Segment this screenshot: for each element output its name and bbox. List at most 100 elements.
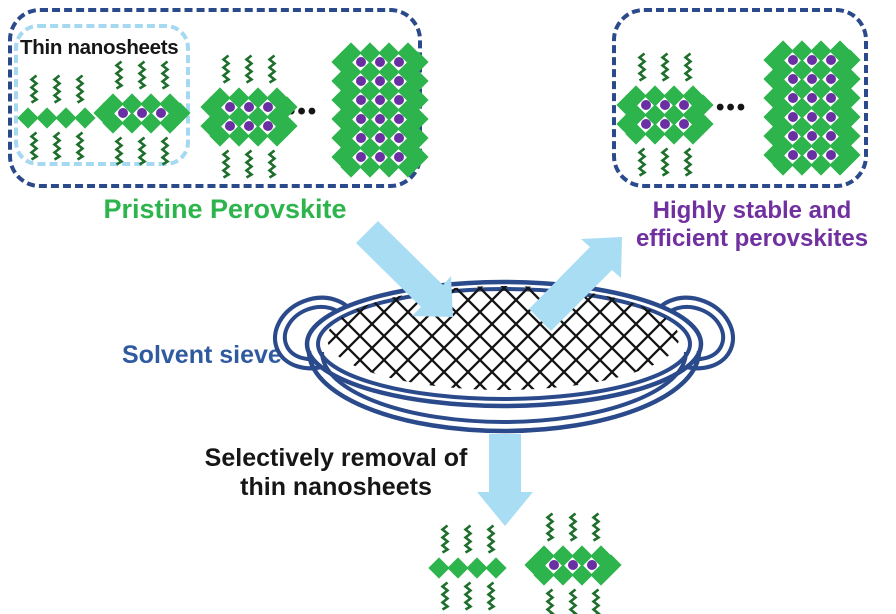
ligand-zigzag-icon — [590, 588, 601, 614]
ligand-zigzag-icon — [659, 147, 670, 177]
stable-perovskite-caption: Highly stable and efficient perovskites — [616, 197, 888, 252]
cation-dot — [374, 114, 385, 124]
ligand-zigzag-icon — [113, 60, 124, 90]
arrow-out-of-sieve-icon — [529, 237, 622, 331]
ligand-row — [544, 512, 601, 542]
cation-dot — [787, 74, 798, 84]
cation-dot — [393, 76, 404, 86]
ligand-zigzag-icon — [544, 512, 555, 542]
ligand-zigzag-icon — [462, 524, 473, 554]
cation-dot — [393, 95, 404, 105]
sieve-right-handle — [648, 295, 736, 371]
cation-dot — [640, 100, 651, 110]
ligand-row — [439, 524, 496, 554]
cation-dot — [806, 131, 817, 141]
cation-dot — [787, 112, 798, 122]
pristine-perovskite-caption: Pristine Perovskite — [103, 194, 347, 224]
cation-dot — [262, 102, 273, 112]
perovskite-lattice — [523, 544, 622, 586]
cation-dot — [659, 119, 670, 129]
cation-dot — [825, 150, 836, 160]
ligand-zigzag-icon — [243, 54, 254, 84]
cation-dot — [243, 121, 254, 131]
cation-dot — [825, 74, 836, 84]
cation-dot — [548, 560, 559, 570]
ligand-row — [220, 149, 277, 179]
cluster-few-layer-2 — [615, 52, 714, 177]
cation-dot — [117, 108, 128, 118]
stable-caption-line1: Highly stable and — [652, 197, 852, 224]
ligand-zigzag-icon — [220, 54, 231, 84]
cluster-bulk-2 — [762, 39, 861, 176]
cation-dot — [678, 119, 689, 129]
cluster-few-layer-1 — [199, 54, 298, 179]
stable-caption-line2: efficient perovskites — [635, 224, 869, 252]
cation-dot — [787, 131, 798, 141]
ligand-row — [113, 136, 170, 166]
cation-dot — [355, 95, 366, 105]
cation-dot — [787, 150, 798, 160]
cluster-thin-nanosheet-1 — [8, 74, 105, 161]
ligand-zigzag-icon — [159, 136, 170, 166]
stable-perovskite-group-box — [612, 8, 868, 188]
solvent-sieve-label: Solvent sieve — [122, 341, 282, 369]
ligand-zigzag-icon — [51, 74, 62, 104]
cation-dot — [825, 55, 836, 65]
ligand-zigzag-icon — [74, 74, 85, 104]
cation-dot — [825, 112, 836, 122]
cation-dot — [355, 114, 366, 124]
ligand-zigzag-icon — [485, 524, 496, 554]
ligand-zigzag-icon — [28, 74, 39, 104]
cluster-thin-nanosheet-removed-2 — [523, 512, 622, 614]
ligand-zigzag-icon — [266, 54, 277, 84]
cation-dot — [155, 108, 166, 118]
cation-dot — [393, 152, 404, 162]
arrow-into-sieve-icon — [356, 221, 453, 317]
cation-dot — [393, 114, 404, 124]
ligand-zigzag-icon — [682, 52, 693, 82]
cation-dot — [825, 93, 836, 103]
cation-dot — [567, 560, 578, 570]
ligand-zigzag-icon — [136, 136, 147, 166]
cation-dot — [806, 74, 817, 84]
ligand-zigzag-icon — [74, 131, 85, 161]
ligand-zigzag-icon — [636, 147, 647, 177]
ligand-zigzag-icon — [462, 581, 473, 611]
ligand-zigzag-icon — [567, 512, 578, 542]
ligand-row — [636, 52, 693, 82]
ligand-zigzag-icon — [220, 149, 231, 179]
cluster-monolayer-1 — [92, 60, 191, 166]
cation-dot — [355, 57, 366, 67]
cation-dot — [806, 93, 817, 103]
ligand-zigzag-icon — [266, 149, 277, 179]
ligand-zigzag-icon — [439, 581, 450, 611]
perovskite-lattice — [419, 556, 516, 579]
ligand-row — [636, 147, 693, 177]
ligand-row — [113, 60, 170, 90]
cation-dot — [659, 100, 670, 110]
cation-dot — [825, 131, 836, 141]
cation-dot — [678, 100, 689, 110]
perovskite-lattice — [92, 92, 191, 134]
perovskite-lattice — [330, 41, 429, 178]
cation-dot — [374, 133, 385, 143]
thin-nanosheets-label: Thin nanosheets — [20, 36, 179, 59]
perovskite-lattice — [762, 39, 861, 176]
perovskite-lattice — [8, 106, 105, 129]
cluster-bulk-1 — [330, 41, 429, 178]
cation-dot — [136, 108, 147, 118]
cation-dot — [243, 102, 254, 112]
ligand-zigzag-icon — [567, 588, 578, 614]
ligand-zigzag-icon — [544, 588, 555, 614]
ellipsis-right-icon: ••• — [716, 94, 748, 121]
octahedron-diamond — [485, 556, 507, 579]
removal-caption-line2: thin nanosheets — [240, 472, 432, 501]
ligand-row — [28, 131, 85, 161]
ligand-zigzag-icon — [439, 524, 450, 554]
cation-dot — [224, 121, 235, 131]
cation-dot — [393, 133, 404, 143]
sieve-rim-outer — [304, 279, 704, 409]
sieve-bowl-outer — [306, 350, 702, 434]
ligand-zigzag-icon — [51, 131, 62, 161]
ligand-row — [439, 581, 496, 611]
